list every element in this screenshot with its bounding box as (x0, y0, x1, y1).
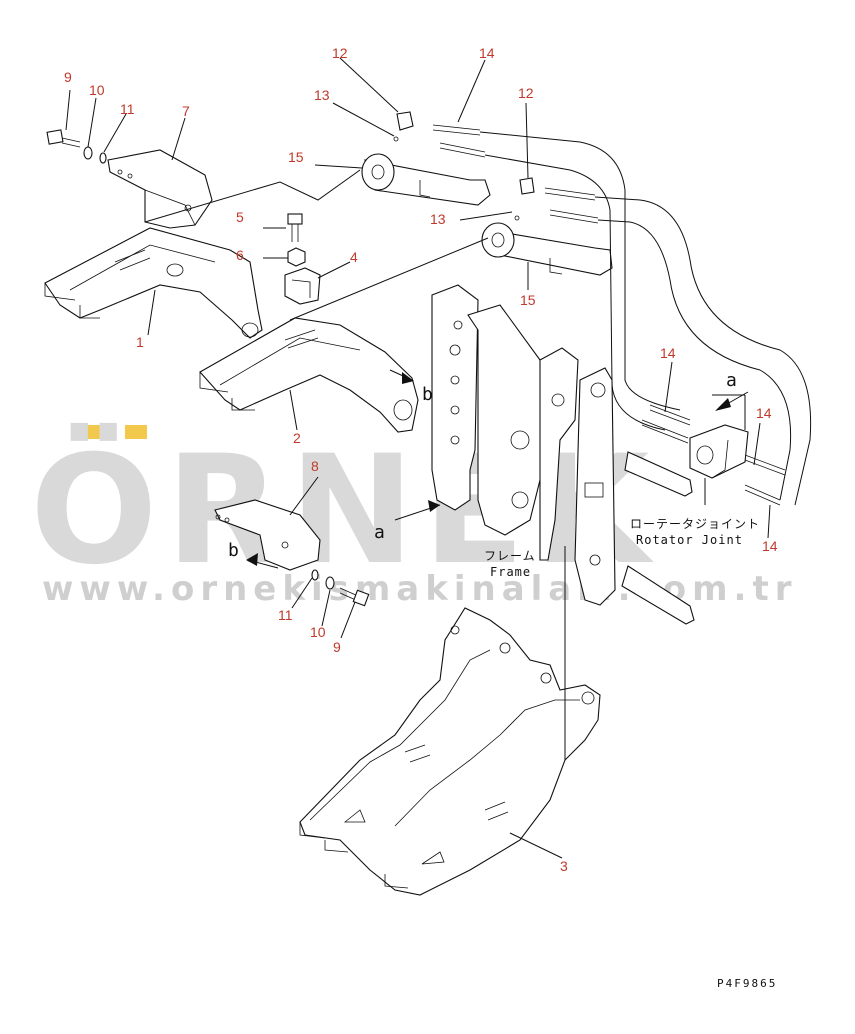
part-number-15-right: 15 (520, 292, 536, 308)
cylinder-15-upper (361, 153, 491, 206)
rotator-joint (689, 424, 749, 479)
part-number-4: 4 (350, 249, 358, 265)
drawing-code: P4F9865 (717, 977, 777, 990)
part-cover-7 (107, 149, 213, 229)
view-label-a-top: a (726, 370, 738, 391)
cylinder-15-lower (481, 222, 613, 276)
pins (621, 451, 695, 625)
part-cover-8 (214, 499, 321, 571)
part-arm-1 (44, 227, 263, 339)
part-number-labels: 9 10 11 7 12 13 14 15 12 13 5 6 4 15 1 2… (64, 45, 778, 874)
part-arm-2 (199, 317, 419, 433)
bolt-group-bottom (311, 569, 370, 607)
frame-label-en: Frame (490, 565, 531, 579)
part-number-11-bottom: 11 (278, 607, 293, 623)
fastener-group-mid (284, 213, 321, 305)
part-number-15-left: 15 (288, 149, 304, 165)
rotator-label-jp: ローテータジョイント (630, 517, 760, 531)
bolt-group-top (46, 129, 107, 164)
fittings (393, 111, 535, 221)
part-number-14-bottom: 14 (762, 538, 778, 554)
part-number-12-left: 12 (332, 45, 348, 61)
watermark-accent-left (82, 425, 104, 439)
part-number-14-top: 14 (479, 45, 495, 61)
watermark: ÖRNEK www.ornekismakinalari.com.tr (30, 422, 791, 609)
part-number-6: 6 (236, 247, 244, 263)
view-label-b-left: b (228, 540, 240, 561)
part-number-9-bottom: 9 (333, 639, 341, 655)
part-number-8: 8 (311, 458, 319, 474)
part-number-11-top: 11 (120, 101, 135, 117)
part-number-7: 7 (182, 103, 190, 119)
text-labels: a a b b フレーム Frame ローテータジョイント Rotator Jo… (228, 370, 777, 990)
part-number-10-top: 10 (89, 82, 105, 98)
hose-lines (432, 124, 812, 506)
part-number-13-right: 13 (430, 211, 446, 227)
part-number-2: 2 (293, 430, 301, 446)
part-number-1: 1 (136, 334, 144, 350)
part-number-9-top: 9 (64, 69, 72, 85)
part-number-14-right: 14 (756, 405, 772, 421)
part-number-13-left: 13 (314, 87, 330, 103)
part-number-12-right: 12 (518, 85, 534, 101)
part-arm-3 (299, 607, 601, 896)
watermark-accent-right (125, 425, 147, 439)
part-number-3: 3 (560, 858, 568, 874)
view-label-a-left: a (374, 522, 386, 543)
part-number-5: 5 (236, 209, 244, 225)
rotator-label-en: Rotator Joint (636, 533, 743, 547)
part-number-14-mid: 14 (660, 345, 676, 361)
view-label-b-right: b (422, 384, 434, 405)
frame-label-jp: フレーム (484, 549, 536, 563)
frame-plates (431, 284, 616, 606)
leader-lines (65, 57, 771, 859)
view-arrows (246, 369, 749, 569)
part-number-10-bottom: 10 (310, 624, 326, 640)
